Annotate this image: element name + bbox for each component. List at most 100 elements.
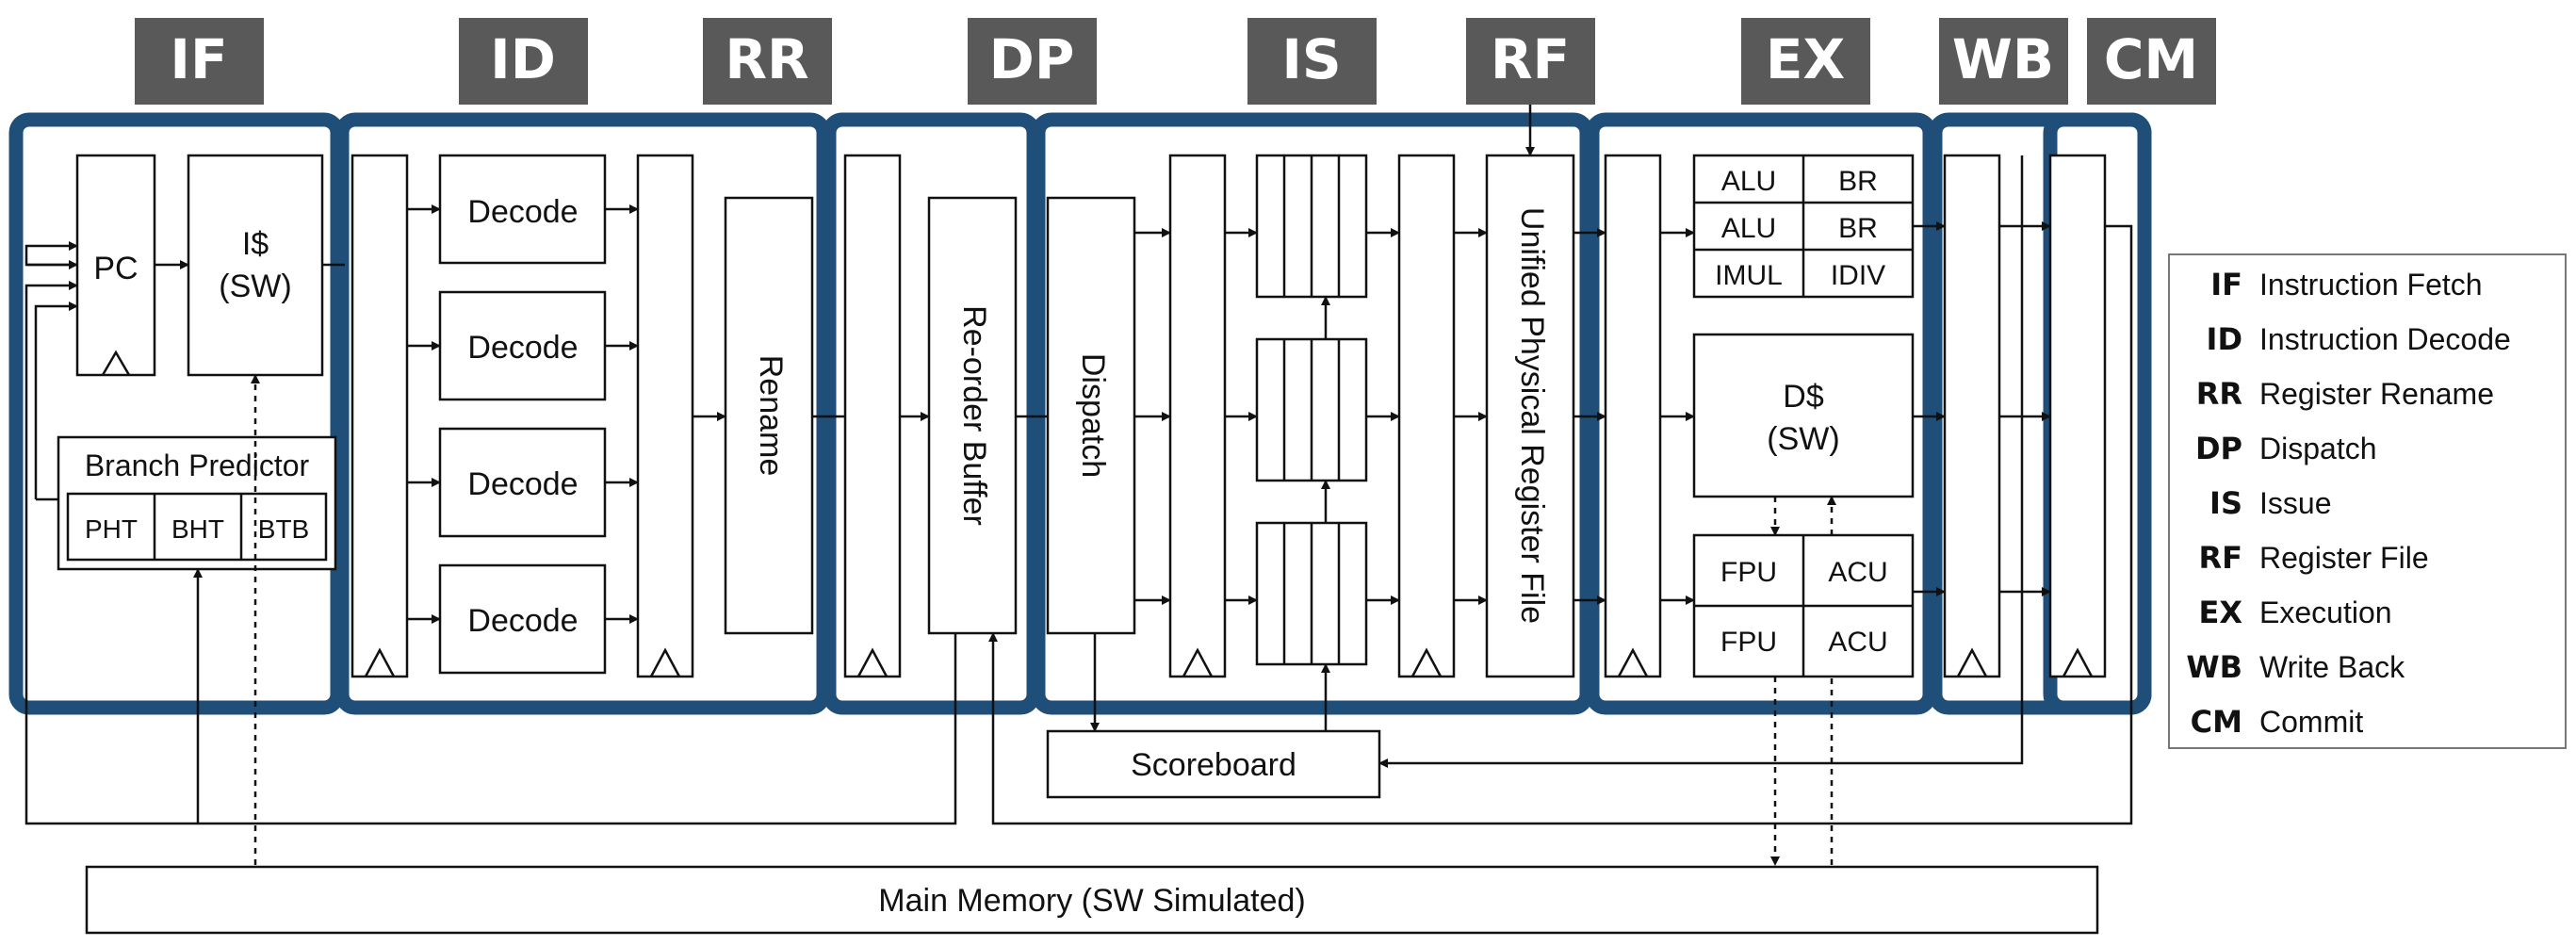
legend-name-id: Instruction Decode: [2259, 322, 2511, 356]
legend-abbr-cm: CM: [2191, 704, 2242, 740]
stage-header-if-label: IF: [170, 27, 227, 91]
bht-label: BHT: [171, 514, 224, 544]
acu-label-2: ACU: [1828, 627, 1887, 658]
alu-label-1: ALU: [1721, 166, 1776, 197]
icache-label-line1: I$: [242, 226, 269, 262]
stage-header-rf: RF: [1466, 18, 1595, 105]
legend-abbr-dp: DP: [2195, 431, 2242, 466]
issue-queue-3: [1255, 521, 1368, 666]
stage-header-rf-label: RF: [1491, 27, 1570, 91]
arrow-wb-to-scoreboard: [1378, 155, 2024, 768]
dcache-label-line1: D$: [1783, 379, 1824, 415]
stage-header-cm: CM: [2087, 18, 2216, 105]
stage-header-ex: EX: [1741, 18, 1870, 105]
legend-item-if: IF Instruction Fetch: [2210, 267, 2482, 302]
stage-header-cm-label: CM: [2104, 27, 2198, 91]
stage-header-dp: DP: [968, 18, 1097, 105]
dcache-block: [1692, 333, 1915, 498]
dispatch-label: Dispatch: [1075, 353, 1111, 478]
latch-id-rr: [636, 154, 694, 678]
idiv-label: IDIV: [1831, 260, 1885, 291]
arrow-bp-to-pc: [34, 302, 78, 499]
decode-label-1: Decode: [467, 194, 578, 230]
acu-label-1: ACU: [1828, 557, 1887, 588]
pc-block: [75, 154, 156, 377]
stage-header-rr-label: RR: [725, 27, 808, 91]
main-memory-label: Main Memory (SW Simulated): [878, 883, 1305, 919]
latch-ex-wb: [1943, 154, 2001, 678]
arrow-commit-to-rob: [988, 224, 2133, 825]
dispatch-block: [1046, 196, 1136, 635]
reorder-buffer-label: Re-order Buffer: [956, 305, 992, 526]
pht-label: PHT: [85, 514, 138, 544]
latch-wb-cm: [2048, 154, 2107, 678]
stage-header-wb: WB: [1939, 18, 2068, 105]
legend-abbr-ex: EX: [2198, 595, 2242, 630]
legend-abbr-rr: RR: [2196, 376, 2242, 412]
alu-label-2: ALU: [1721, 213, 1776, 244]
legend-name-ex: Execution: [2259, 595, 2392, 629]
legend-item-dp: DP Dispatch: [2195, 431, 2377, 466]
legend-item-is: IS Issue: [2209, 485, 2331, 521]
rename-block: [724, 196, 814, 635]
legend-abbr-rf: RF: [2199, 540, 2243, 576]
int-units-block: [1692, 154, 1915, 299]
fp-units-block: [1692, 533, 1915, 678]
latch-rf-ex: [1604, 154, 1662, 678]
legend-abbr-if: IF: [2210, 267, 2242, 302]
legend-name-is: Issue: [2259, 486, 2331, 520]
decode-label-2: Decode: [467, 330, 578, 366]
decode-label-4: Decode: [467, 603, 578, 639]
icache-label-line2: (SW): [219, 269, 291, 304]
dcache-label-line2: (SW): [1767, 421, 1839, 457]
legend-abbr-id: ID: [2207, 321, 2242, 357]
legend-name-if: Instruction Fetch: [2259, 268, 2483, 302]
imul-label: IMUL: [1715, 260, 1783, 291]
stage-headers: IF ID RR DP IS RF EX WB: [135, 18, 2216, 105]
stage-header-ex-label: EX: [1766, 27, 1845, 91]
legend-item-id: ID Instruction Decode: [2207, 321, 2511, 357]
stage-header-rr: RR: [703, 18, 832, 105]
latch-is-rf: [1397, 154, 1456, 678]
legend: IF Instruction Fetch ID Instruction Deco…: [2168, 253, 2567, 749]
reorder-buffer-block: [927, 196, 1018, 635]
stage-header-if: IF: [135, 18, 264, 105]
rename-label: Rename: [753, 355, 789, 477]
decode-block-1: [438, 154, 607, 265]
stage-borders: [8, 112, 2152, 715]
icache-block: [187, 154, 324, 377]
issue-queue-1: [1255, 154, 1368, 299]
legend-abbr-wb: WB: [2186, 649, 2242, 685]
legend-name-dp: Dispatch: [2259, 432, 2377, 465]
br-label-1: BR: [1838, 166, 1878, 197]
legend-item-wb: WB Write Back: [2186, 649, 2405, 685]
legend-name-rf: Register File: [2259, 541, 2429, 575]
legend-name-rr: Register Rename: [2259, 377, 2494, 411]
line-rob-flush: [24, 633, 957, 825]
legend-abbr-is: IS: [2209, 485, 2242, 521]
branch-predictor-block: [57, 435, 337, 571]
arrow-pc-self-loop: [24, 241, 78, 267]
br-label-2: BR: [1838, 213, 1878, 244]
arrow-rob-flush-to-pc: [24, 281, 78, 820]
stage-header-is: IS: [1247, 18, 1377, 105]
fpu-label-1: FPU: [1720, 557, 1777, 588]
latch-rr-dp: [843, 154, 902, 678]
decode-blocks: [438, 154, 607, 675]
latch-if-id: [351, 154, 409, 678]
scoreboard-label: Scoreboard: [1131, 747, 1296, 783]
legend-item-rf: RF Register File: [2199, 540, 2429, 576]
register-file-block: [1485, 154, 1575, 678]
main-memory-block: [85, 865, 2099, 935]
branch-predictor-label: Branch Predictor: [85, 449, 310, 482]
legend-name-wb: Write Back: [2259, 650, 2405, 684]
latch-dp-is: [1168, 154, 1227, 678]
stage-header-id: ID: [459, 18, 588, 105]
fpu-label-2: FPU: [1720, 627, 1777, 658]
pc-label: PC: [93, 251, 138, 286]
legend-item-ex: EX Execution: [2198, 595, 2391, 630]
decode-label-3: Decode: [467, 466, 578, 502]
legend-name-cm: Commit: [2259, 705, 2363, 739]
stage-header-dp-label: DP: [989, 27, 1075, 91]
